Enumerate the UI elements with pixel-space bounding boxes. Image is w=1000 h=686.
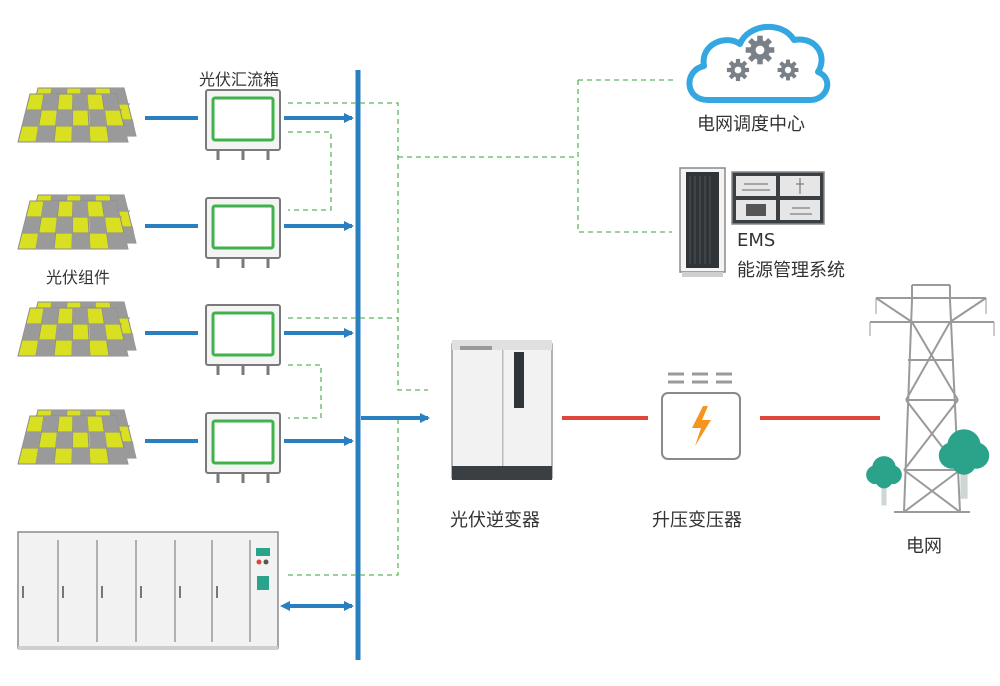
transformer-icon bbox=[661, 372, 741, 460]
step-up-transformer-label: 升压变压器 bbox=[652, 510, 742, 531]
combiner-box-label: 光伏汇流箱 bbox=[199, 70, 280, 89]
pv-modules-label: 光伏组件 bbox=[46, 268, 111, 287]
tree-icon bbox=[938, 429, 990, 499]
cloud-gear-icon bbox=[686, 23, 831, 103]
solar-panel-icon bbox=[18, 302, 136, 356]
inverter-cabinet-icon bbox=[451, 340, 553, 480]
ems-subtitle-label: 能源管理系统 bbox=[737, 260, 845, 281]
combiner-box-icon bbox=[204, 196, 282, 270]
combiner-box-icon bbox=[204, 88, 282, 162]
server-rack-icon bbox=[679, 167, 726, 277]
solar-panel-icon bbox=[18, 195, 136, 249]
communication-lines bbox=[288, 79, 676, 576]
combiner-box-icon bbox=[204, 303, 282, 377]
dispatch-center-label: 电网调度中心 bbox=[697, 114, 805, 135]
monitor-screen-icon bbox=[731, 171, 825, 225]
pv-inverter-label: 光伏逆变器 bbox=[450, 510, 540, 531]
combiner-to-bus-arrows bbox=[284, 113, 354, 446]
ems-title-label: EMS bbox=[737, 230, 776, 251]
combiner-box-icon bbox=[204, 411, 282, 485]
tree-icon bbox=[866, 456, 902, 506]
panel-links bbox=[145, 116, 198, 443]
solar-panel-icon bbox=[18, 410, 136, 464]
grid-label: 电网 bbox=[906, 536, 942, 557]
battery-storage-cabinet-icon bbox=[17, 531, 279, 650]
solar-panel-icon bbox=[18, 88, 136, 142]
